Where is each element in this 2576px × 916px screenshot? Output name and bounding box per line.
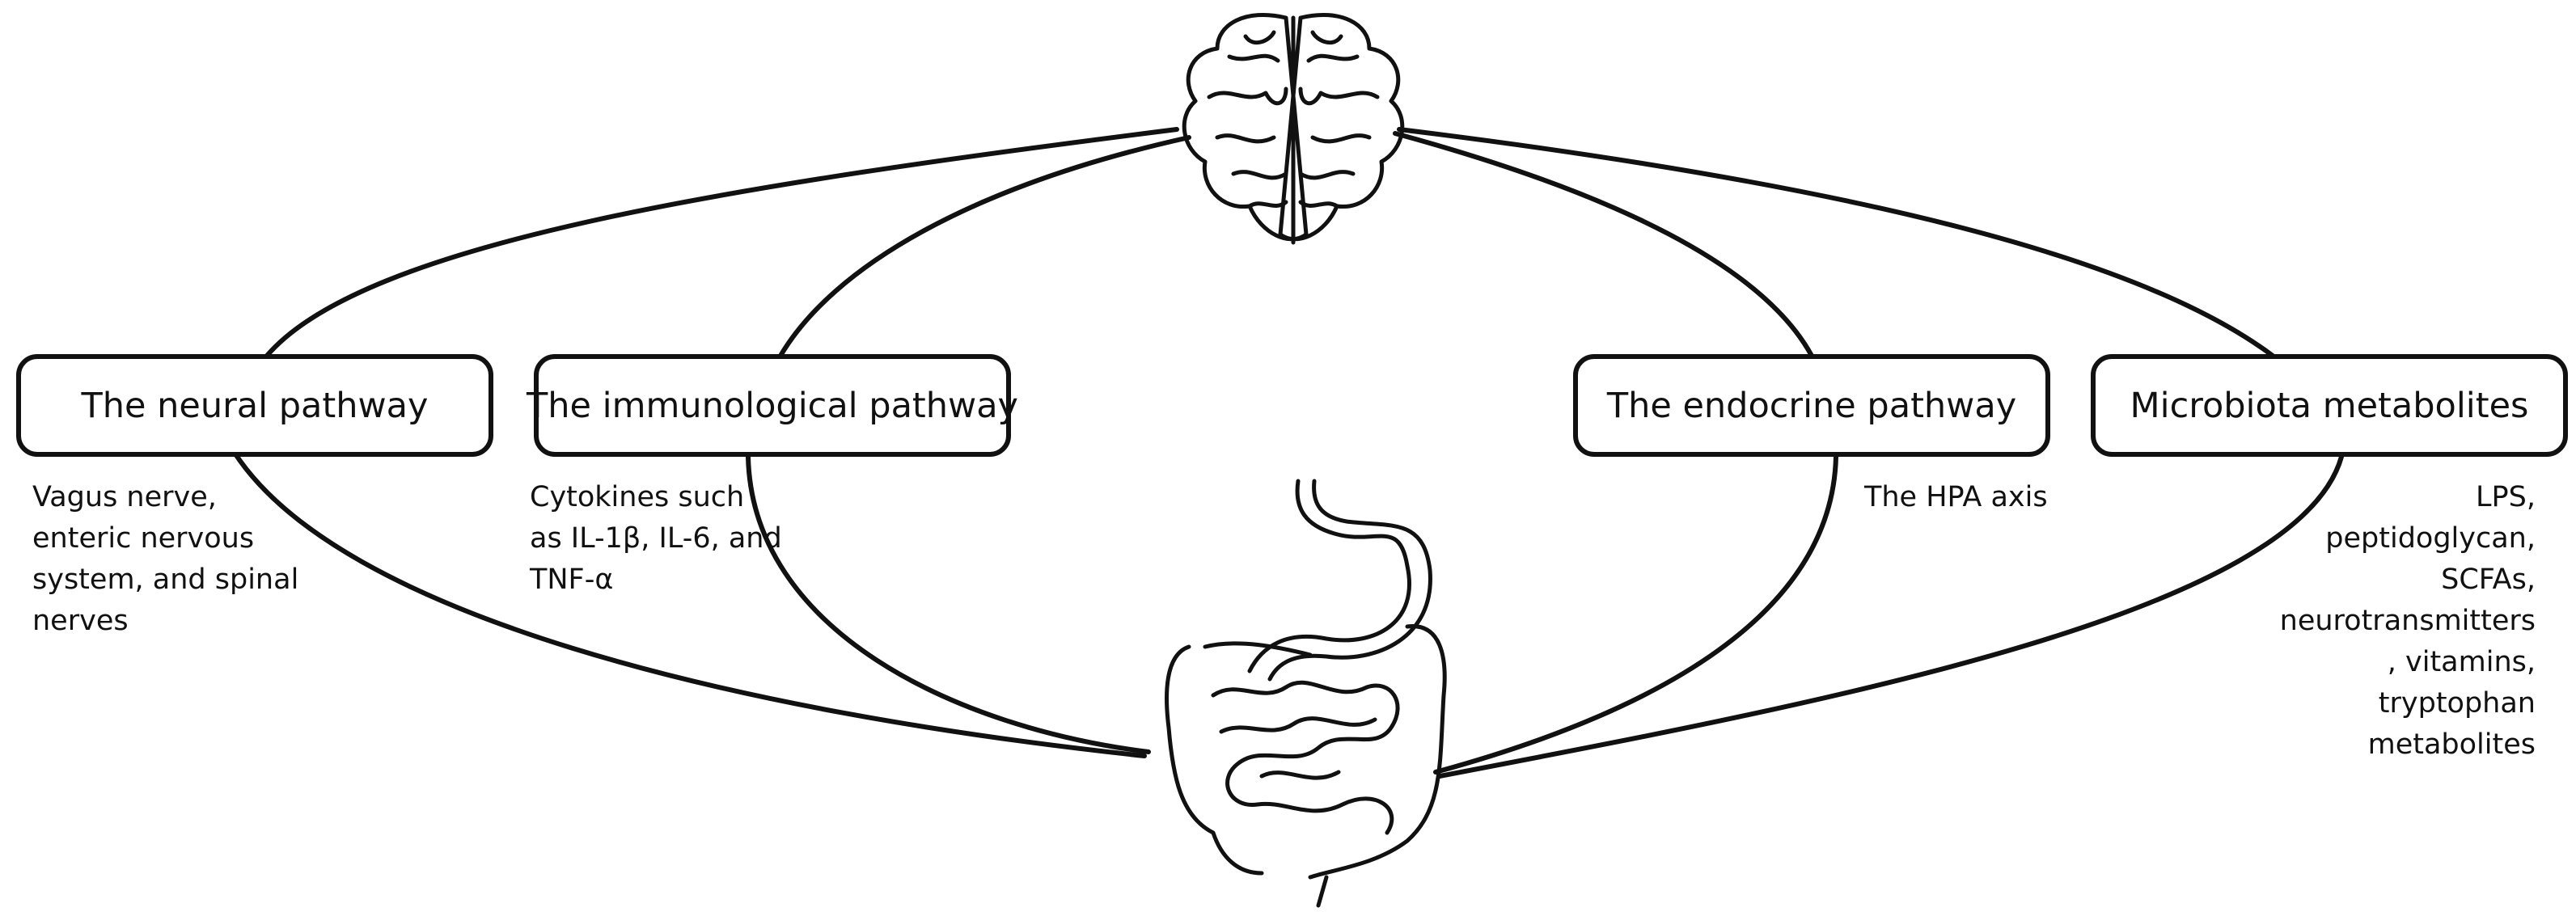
immunological-detail-line: Cytokines such: [530, 481, 745, 513]
endocrine-curve-lower: [1433, 454, 1838, 775]
neural-pathway-details: Vagus nerve, enteric nervous system, and…: [32, 477, 298, 642]
metabolites-detail-line: peptidoglycan,: [2325, 522, 2536, 555]
neural-detail-line: Vagus nerve,: [32, 481, 217, 513]
endocrine-detail-line: The HPA axis: [1864, 481, 2048, 513]
metabolites-curve-upper: [1397, 127, 2275, 358]
metabolites-pathway-label: Microbiota metabolites: [2130, 385, 2529, 426]
neural-detail-line: nerves: [32, 605, 129, 637]
neural-pathway-box: The neural pathway: [16, 354, 493, 457]
metabolites-pathway-box: Microbiota metabolites: [2091, 354, 2568, 457]
immunological-curve-lower: [746, 454, 1151, 754]
immunological-pathway-label: The immunological pathway: [527, 385, 1019, 426]
neural-detail-line: enteric nervous: [32, 522, 255, 555]
metabolites-detail-line: , vitamins,: [2387, 646, 2536, 678]
neural-detail-line: system, and spinal: [32, 564, 299, 596]
neural-pathway-label: The neural pathway: [81, 385, 429, 426]
metabolites-detail-line: metabolites: [2367, 728, 2536, 761]
endocrine-pathway-details: The HPA axis: [1864, 477, 2048, 518]
neural-curve-lower: [232, 450, 1147, 758]
endocrine-pathway-label: The endocrine pathway: [1606, 385, 2017, 426]
metabolites-detail-line: neurotransmitters: [2279, 605, 2536, 637]
endocrine-pathway-box: The endocrine pathway: [1573, 354, 2050, 457]
immunological-detail-line: as IL-1β, IL-6, and: [530, 522, 782, 555]
metabolites-detail-line: LPS,: [2476, 481, 2536, 513]
metabolites-curve-lower: [1437, 454, 2344, 779]
digestive-system-icon: [1165, 479, 1447, 908]
immunological-curve-upper: [778, 135, 1191, 358]
endocrine-curve-upper: [1393, 131, 1814, 358]
neural-curve-upper: [264, 127, 1179, 358]
metabolites-pathway-details: LPS, peptidoglycan, SCFAs, neurotransmit…: [2280, 477, 2536, 766]
metabolites-detail-line: tryptophan: [2378, 687, 2536, 720]
immunological-pathway-details: Cytokines such as IL-1β, IL-6, and TNF-α: [530, 477, 782, 601]
metabolites-detail-line: SCFAs,: [2441, 564, 2536, 596]
immunological-pathway-box: The immunological pathway: [527, 354, 1018, 457]
brain-icon: [1182, 13, 1405, 245]
immunological-detail-line: TNF-α: [530, 564, 614, 596]
